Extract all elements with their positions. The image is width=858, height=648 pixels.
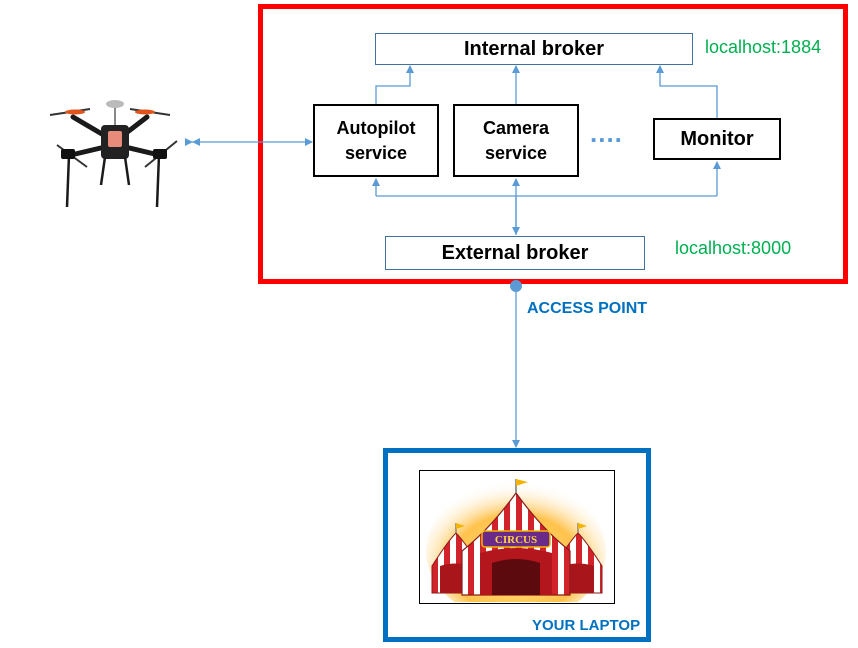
- internal-broker-label: Internal broker: [463, 37, 605, 60]
- monitor-box: Monitor: [653, 118, 781, 160]
- camera-line1: Camera: [482, 118, 550, 139]
- laptop-label: YOUR LAPTOP: [532, 617, 641, 634]
- circus-sign-text: CIRCUS: [495, 534, 537, 546]
- autopilot-service-box: Autopilot service: [313, 104, 439, 177]
- external-broker-address: localhost:8000: [675, 238, 792, 258]
- autopilot-line2: service: [344, 142, 408, 163]
- laptop-screen: CIRCUS: [419, 470, 615, 604]
- internal-broker-box: Internal broker: [375, 33, 693, 65]
- external-broker-label: External broker: [441, 241, 589, 264]
- camera-line2: service: [484, 142, 548, 163]
- autopilot-line1: Autopilot: [336, 118, 416, 139]
- monitor-label: Monitor: [680, 127, 754, 150]
- more-services-ellipsis: ....: [590, 118, 623, 148]
- external-broker-box: External broker: [385, 236, 645, 270]
- internal-broker-address: localhost:1884: [705, 37, 822, 57]
- drone-icon: [49, 100, 178, 208]
- laptop-frame: [383, 448, 651, 642]
- access-point-dot: [510, 280, 522, 292]
- access-point-label: ACCESS POINT: [527, 300, 648, 317]
- circus-tent-icon: CIRCUS: [426, 479, 606, 602]
- autopilot-to-internal-line: [375, 65, 414, 104]
- monitor-to-internal-line: [656, 65, 718, 118]
- camera-service-box: Camera service: [453, 104, 579, 177]
